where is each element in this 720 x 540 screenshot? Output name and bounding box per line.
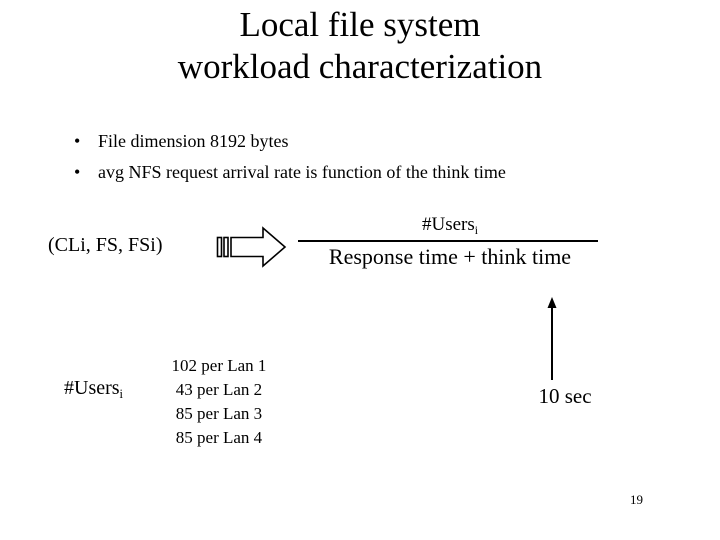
cli-fs-fsi-label: (CLi, FS, FSi) xyxy=(48,234,163,256)
title-line-2: workload characterization xyxy=(177,47,543,86)
users-count-label: #Usersi xyxy=(64,377,123,401)
list-item: • avg NFS request arrival rate is functi… xyxy=(62,157,662,188)
list-item: • File dimension 8192 bytes xyxy=(62,126,662,157)
bullet-icon: • xyxy=(74,131,81,151)
page-title: Local file system workload characterizat… xyxy=(60,4,660,88)
fraction-denominator: Response time + think time xyxy=(328,244,572,269)
fraction-bar xyxy=(298,240,598,242)
bullet-list: • File dimension 8192 bytes • avg NFS re… xyxy=(62,126,662,188)
list-item: 43 per Lan 2 xyxy=(175,380,263,399)
arrow-up-icon xyxy=(536,296,568,387)
page-number: 19 xyxy=(630,492,643,507)
list-item: 85 per Lan 4 xyxy=(175,428,263,447)
numerator-text: #Users xyxy=(421,214,475,235)
fraction-numerator: #Usersi xyxy=(298,214,602,238)
users-label-subscript: i xyxy=(119,386,123,401)
formula-fraction: #Usersi Response time + think time xyxy=(298,214,602,271)
think-time-value: 10 sec xyxy=(538,384,592,408)
list-item: 85 per Lan 3 xyxy=(175,404,263,423)
block-arrow-right-icon xyxy=(216,226,288,273)
bullet-text: File dimension 8192 bytes xyxy=(98,131,289,151)
bullet-icon: • xyxy=(74,162,81,182)
lan-breakdown-list: 102 per Lan 1 43 per Lan 2 85 per Lan 3 … xyxy=(150,354,288,450)
title-line-1: Local file system xyxy=(239,5,481,44)
list-item: 102 per Lan 1 xyxy=(171,356,267,375)
bullet-text: avg NFS request arrival rate is function… xyxy=(98,162,506,182)
users-label-text: #Users xyxy=(64,377,120,399)
numerator-subscript: i xyxy=(474,223,479,237)
